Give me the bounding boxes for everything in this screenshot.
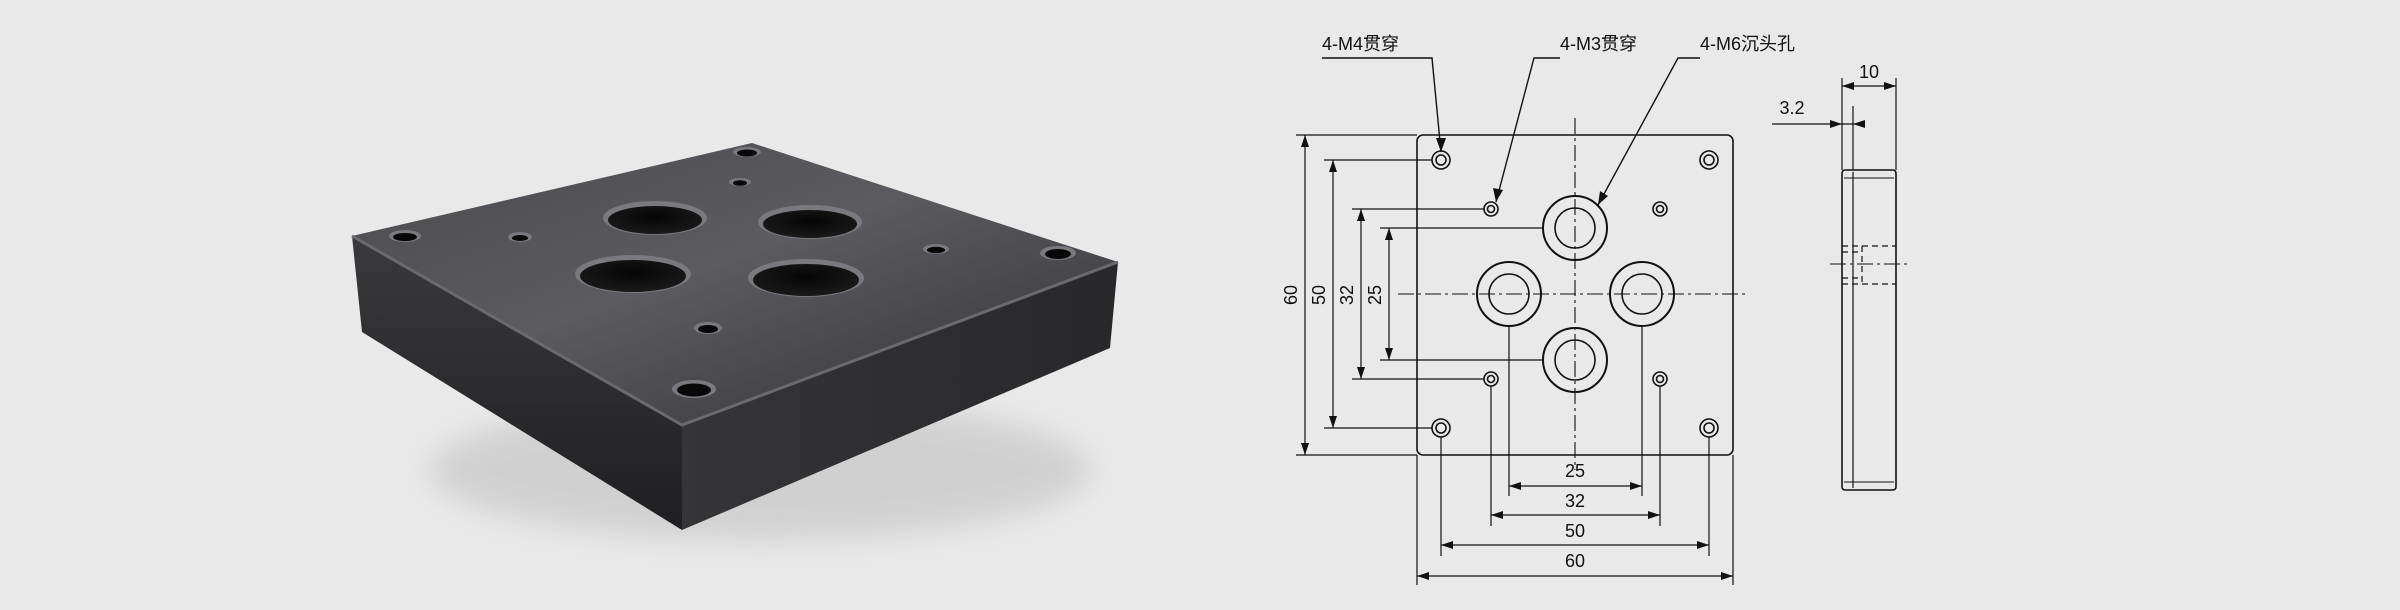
dim-bottom-60: 60 — [1565, 551, 1585, 571]
plate-right-face — [682, 262, 1118, 530]
left-dimensions — [1296, 134, 1543, 456]
dim-left-32: 32 — [1337, 285, 1357, 305]
drawing-labels: 4-M4贯穿 4-M3贯穿 4-M6沉头孔 25 32 50 60 60 50 … — [1281, 34, 1879, 571]
dim-side-offset: 3.2 — [1779, 98, 1804, 118]
callout-leaders — [1322, 57, 1700, 206]
callout-m4: 4-M4贯穿 — [1322, 34, 1399, 54]
dim-left-25: 25 — [1365, 285, 1385, 305]
dim-bottom-32: 32 — [1565, 491, 1585, 511]
dim-side-width: 10 — [1859, 62, 1879, 82]
plate-3d-render — [351, 143, 1119, 540]
plate-front-face — [352, 236, 682, 530]
front-view-drawing — [1296, 57, 1748, 585]
dim-bottom-25: 25 — [1565, 461, 1585, 481]
leader-arrowheads — [1436, 138, 1608, 205]
side-plate-outline — [1841, 169, 1897, 491]
left-dimension-arrows — [1301, 135, 1393, 455]
side-hidden-hole — [1842, 245, 1896, 285]
dim-bottom-50: 50 — [1565, 521, 1585, 541]
dim-left-50: 50 — [1309, 285, 1329, 305]
plate-top-face — [352, 143, 1118, 425]
bottom-dimension-arrows — [1417, 482, 1733, 580]
side-view-drawing — [1772, 78, 1908, 491]
centerlines — [1398, 118, 1748, 470]
plate-large-holes — [575, 201, 864, 297]
callout-m3: 4-M3贯穿 — [1560, 34, 1637, 54]
plate-small-holes — [389, 147, 1076, 398]
callout-m6: 4-M6沉头孔 — [1700, 34, 1795, 54]
side-dimension-arrows — [1830, 82, 1896, 128]
bottom-dimensions — [1416, 326, 1734, 585]
dim-left-60: 60 — [1281, 285, 1301, 305]
